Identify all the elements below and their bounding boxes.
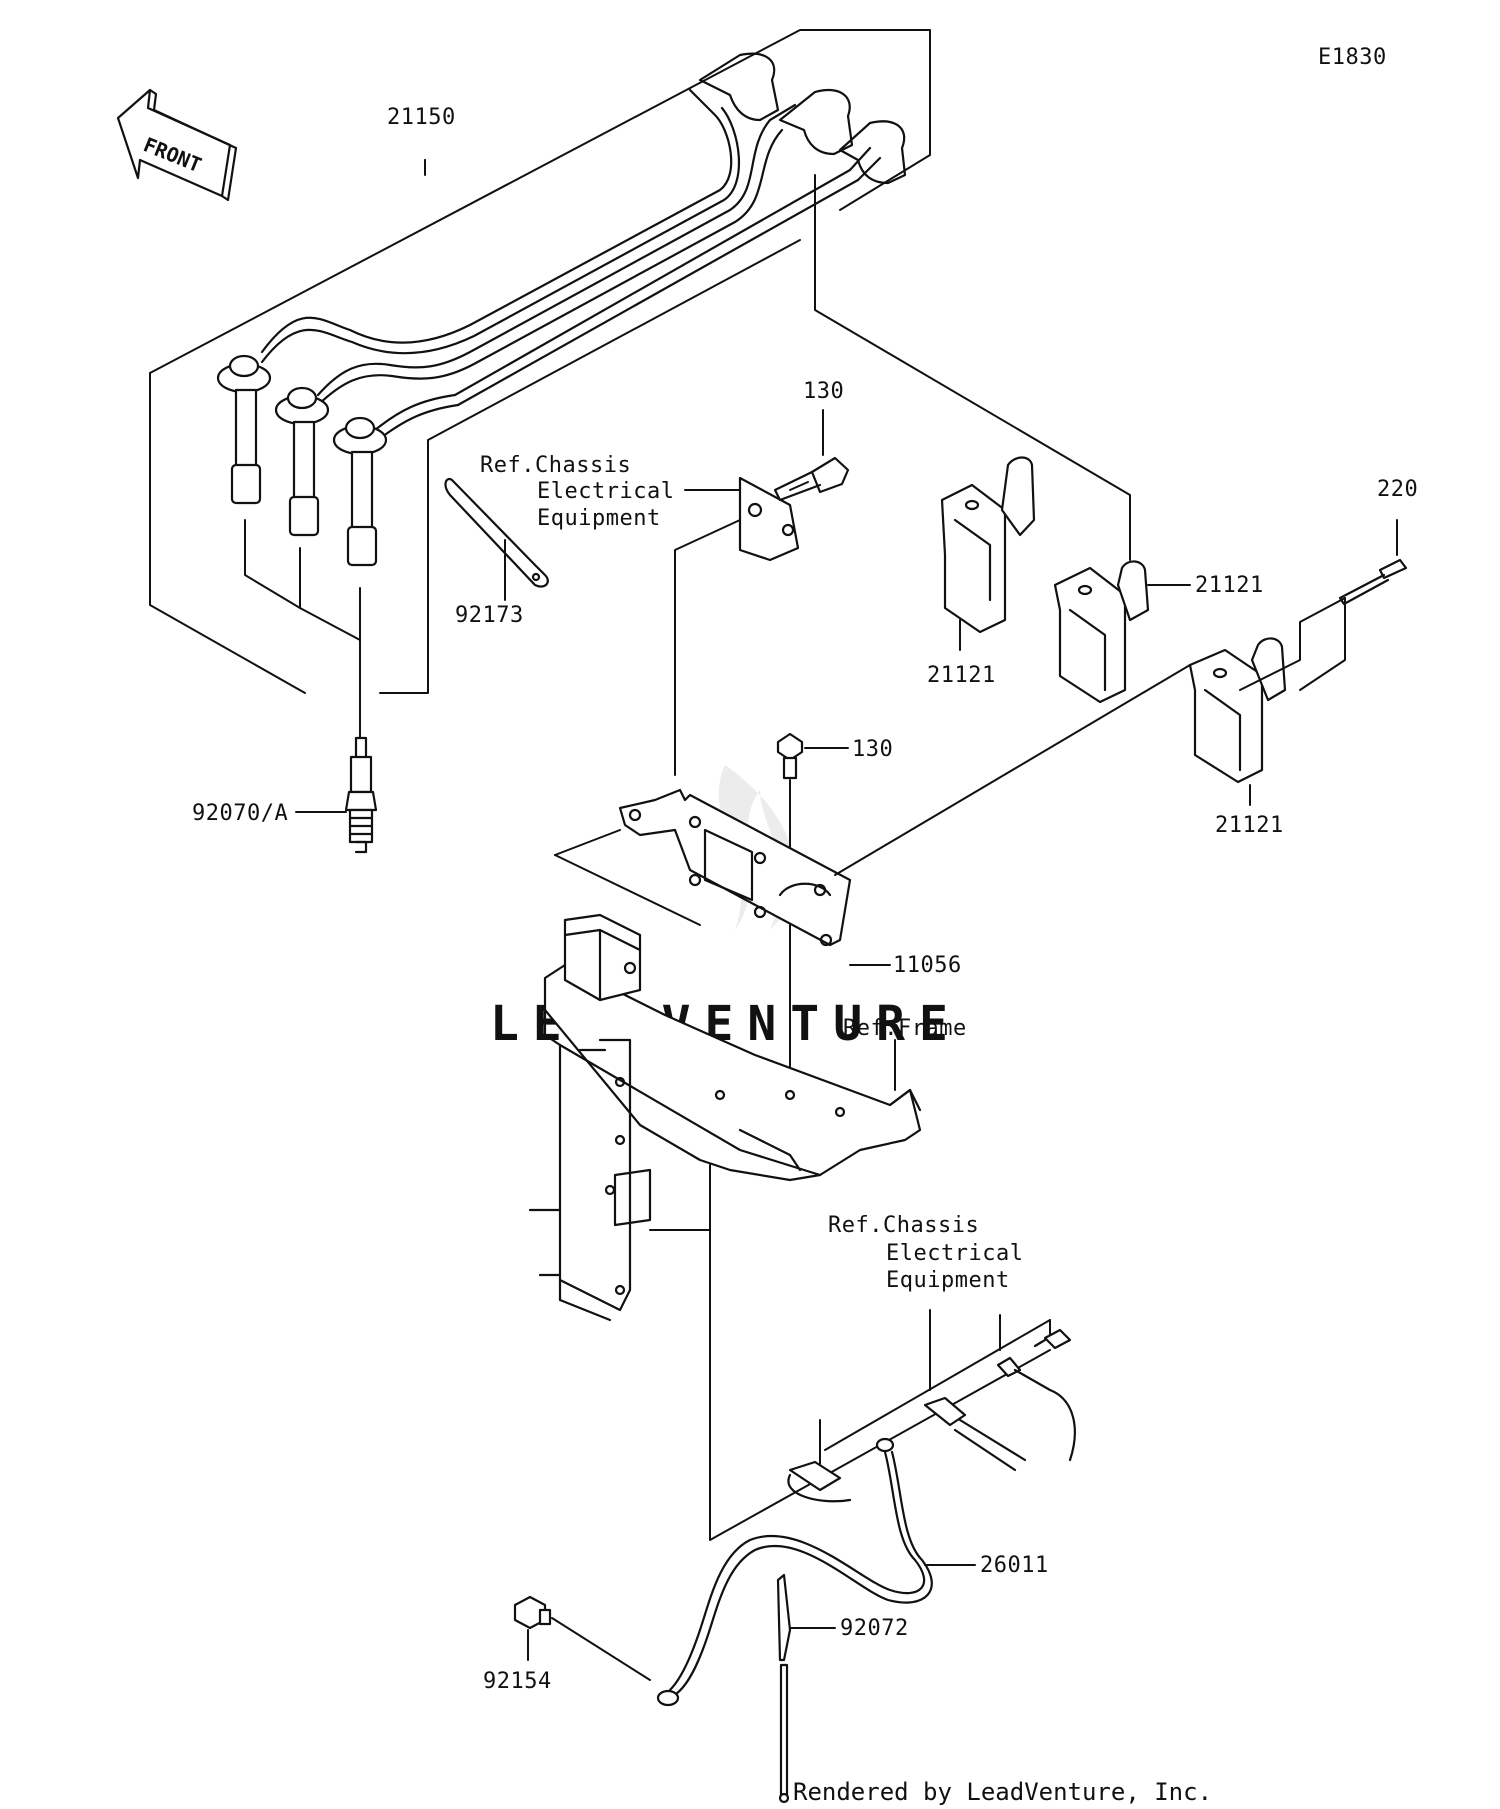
ref-chassis-bottom-line3: Equipment (886, 1268, 1010, 1293)
label-220: 220 (1377, 477, 1418, 502)
group-bracket (149, 372, 306, 694)
label-130-top: 130 (803, 379, 844, 404)
frame (528, 913, 922, 1322)
ref-frame: Ref.Frame (843, 1016, 967, 1041)
ref-chassis-bottom-line2: Electrical (886, 1241, 1023, 1266)
bolt-130-top (773, 456, 850, 502)
cable-tie-92072 (776, 1573, 792, 1804)
bolt-92154 (513, 1595, 552, 1630)
label-92173: 92173 (455, 603, 524, 628)
label-26011: 26011 (980, 1553, 1049, 1578)
label-92154: 92154 (483, 1669, 552, 1694)
label-92072: 92072 (840, 1616, 909, 1641)
label-21121-b: 21121 (1195, 573, 1264, 598)
ignition-coil-a (940, 456, 1036, 634)
ref-chassis-top-line2: Electrical (537, 479, 674, 504)
bolt-130-mid (776, 732, 804, 780)
diagram-code: E1830 (1318, 45, 1387, 70)
ignition-coil-c (1188, 637, 1287, 784)
spark-plug-lead-set (149, 29, 931, 741)
front-arrow-icon: FRONT (116, 88, 238, 202)
ref-chassis-top-line1: Ref.Chassis (480, 453, 631, 478)
ref-chassis-bottom-line1: Ref.Chassis (828, 1213, 979, 1238)
label-11056: 11056 (893, 953, 962, 978)
ignition-coil-b (1053, 560, 1150, 704)
label-92070: 92070/A (192, 801, 288, 826)
bolt-220 (1338, 558, 1408, 606)
ref-chassis-top-line3: Equipment (537, 506, 661, 531)
chassis-connectors (787, 1328, 1076, 1503)
bracket-11056 (618, 788, 852, 947)
label-130-mid: 130 (852, 737, 893, 762)
render-credit: Rendered by LeadVenture, Inc. (793, 1778, 1212, 1806)
label-21150: 21150 (387, 105, 456, 130)
band-92173 (444, 477, 549, 601)
spark-plug-92070 (344, 736, 378, 854)
watermark-flame-icon (718, 765, 796, 930)
label-21121-a: 21121 (927, 663, 996, 688)
ground-cable-26011 (656, 1437, 933, 1707)
label-21121-c: 21121 (1215, 813, 1284, 838)
